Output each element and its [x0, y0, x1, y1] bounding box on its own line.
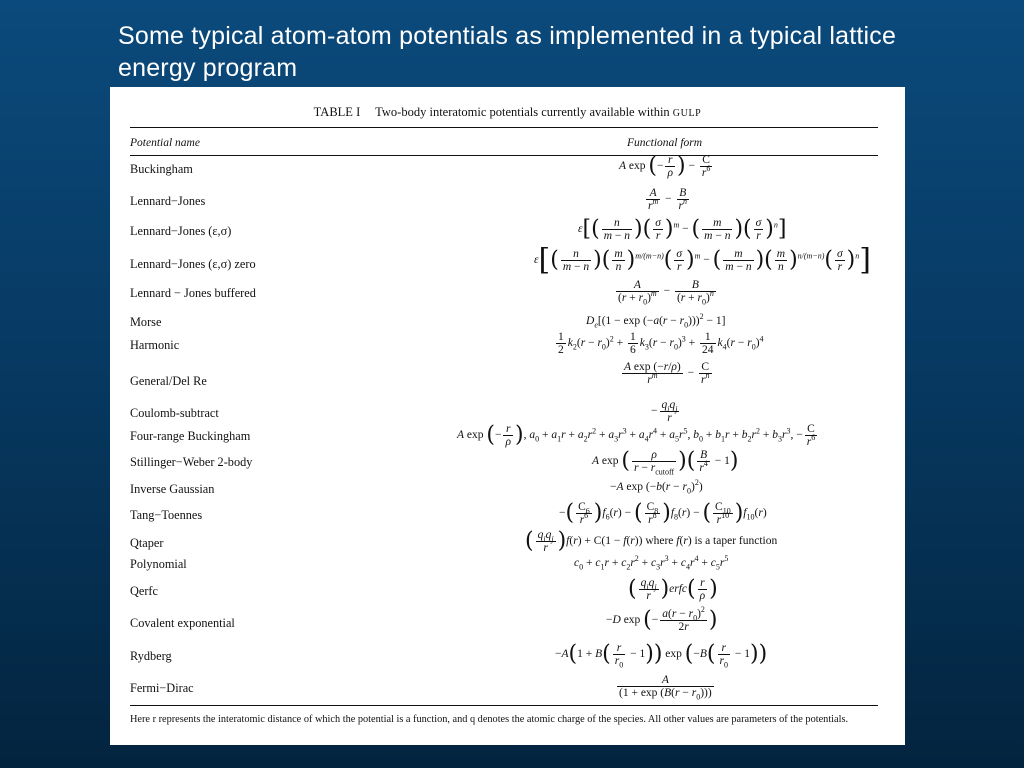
table-caption-label: TABLE I [313, 105, 361, 119]
row-name-lennard-jones-buffered: Lennard − Jones buffered [130, 286, 256, 300]
row-name-lennard-jones-eps-sigma: Lennard−Jones (ε,σ) [130, 224, 232, 238]
row-name-buckingham: Buckingham [130, 162, 193, 176]
row-name-rydberg: Rydberg [130, 649, 172, 663]
row-name-qerfc: Qerfc [130, 584, 158, 598]
row-name-general-del-re: General/Del Re [130, 374, 207, 388]
table-caption-text: Two-body interatomic potentials currentl… [375, 105, 670, 119]
row-name-harmonic: Harmonic [130, 338, 180, 352]
row-name-qtaper: Qtaper [130, 536, 164, 550]
table-caption: TABLE I Two-body interatomic potentials … [110, 105, 905, 120]
row-name-lennard-jones-zero: Lennard−Jones (ε,σ) zero [130, 257, 256, 271]
formula-inverse-gaussian: −A exp (−b(r − r0)2) [610, 478, 703, 496]
table-image: TABLE I Two-body interatomic potentials … [110, 87, 905, 745]
formula-fermi-dirac: A(1 + exp (B(r − r0))) [617, 674, 714, 702]
row-name-coulomb-subtract: Coulomb-subtract [130, 406, 219, 420]
formula-polynomial: c0 + c1r + c2r2 + c3r3 + c4r4 + c5r5 [574, 554, 729, 572]
row-name-stillinger-weber: Stillinger−Weber 2-body [130, 455, 253, 469]
row-name-four-range-buckingham: Four-range Buckingham [130, 429, 251, 443]
column-header-name: Potential name [130, 137, 200, 149]
table-top-rule [130, 127, 878, 129]
table-footnote: Here r represents the interatomic distan… [130, 714, 849, 725]
table-caption-program: gulp [672, 108, 702, 119]
slide-title: Some typical atom-atom potentials as imp… [118, 22, 897, 82]
row-name-fermi-dirac: Fermi−Dirac [130, 681, 194, 695]
row-name-tang-toennes: Tang−Toennes [130, 508, 203, 522]
row-name-covalent-exponential: Covalent exponential [130, 616, 235, 630]
table-bottom-rule [130, 705, 878, 707]
table-header-rule [130, 155, 878, 156]
column-header-form: Functional form [627, 137, 703, 149]
row-name-polynomial: Polynomial [130, 557, 187, 571]
row-name-inverse-gaussian: Inverse Gaussian [130, 482, 215, 496]
formula-lennard-jones-buffered: A(r + r0)m − B(r + r0)n [616, 279, 716, 307]
row-name-morse: Morse [130, 315, 162, 329]
formula-morse: De[(1 − exp (−a(r − r0)))2 − 1] [586, 312, 726, 330]
row-name-lennard-jones: Lennard−Jones [130, 194, 206, 208]
